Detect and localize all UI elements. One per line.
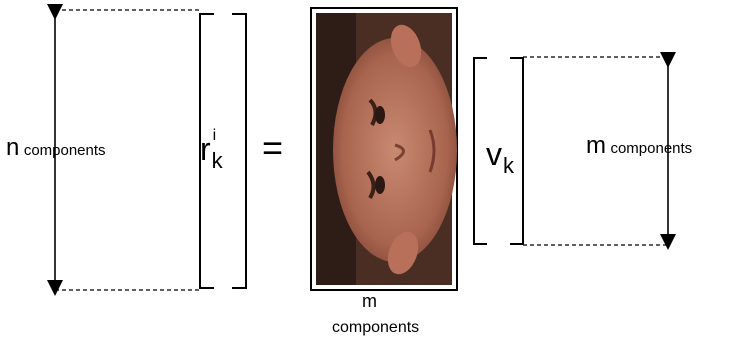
n-components-label: n components <box>6 136 106 160</box>
r-superscript: i <box>212 127 217 144</box>
m-components-right-label: m components <box>586 134 692 158</box>
n-symbol: n <box>6 134 20 161</box>
m-right-unit: components <box>610 140 693 157</box>
r-subscript: k <box>211 148 223 173</box>
m-dimension-arrow <box>523 52 676 250</box>
v-base: v <box>486 136 502 172</box>
v-subscript: k <box>503 153 514 178</box>
equals-sign: = <box>262 127 284 168</box>
m-bottom-unit: components <box>332 319 420 336</box>
n-unit: components <box>23 142 106 159</box>
m-right-symbol: m <box>586 132 606 159</box>
ear-bottom-icon <box>387 231 419 275</box>
m-bottom-symbol: m <box>362 291 377 311</box>
v-vector-symbol: vk <box>486 138 514 177</box>
r-vector-symbol: rki <box>200 127 223 172</box>
r-base: r <box>200 131 211 167</box>
r-vector-bracket <box>199 13 247 289</box>
face-image-matrix <box>310 7 458 291</box>
v-vector-bracket <box>473 57 524 245</box>
ear-top-icon <box>390 24 422 68</box>
n-dimension-arrow <box>47 4 202 296</box>
